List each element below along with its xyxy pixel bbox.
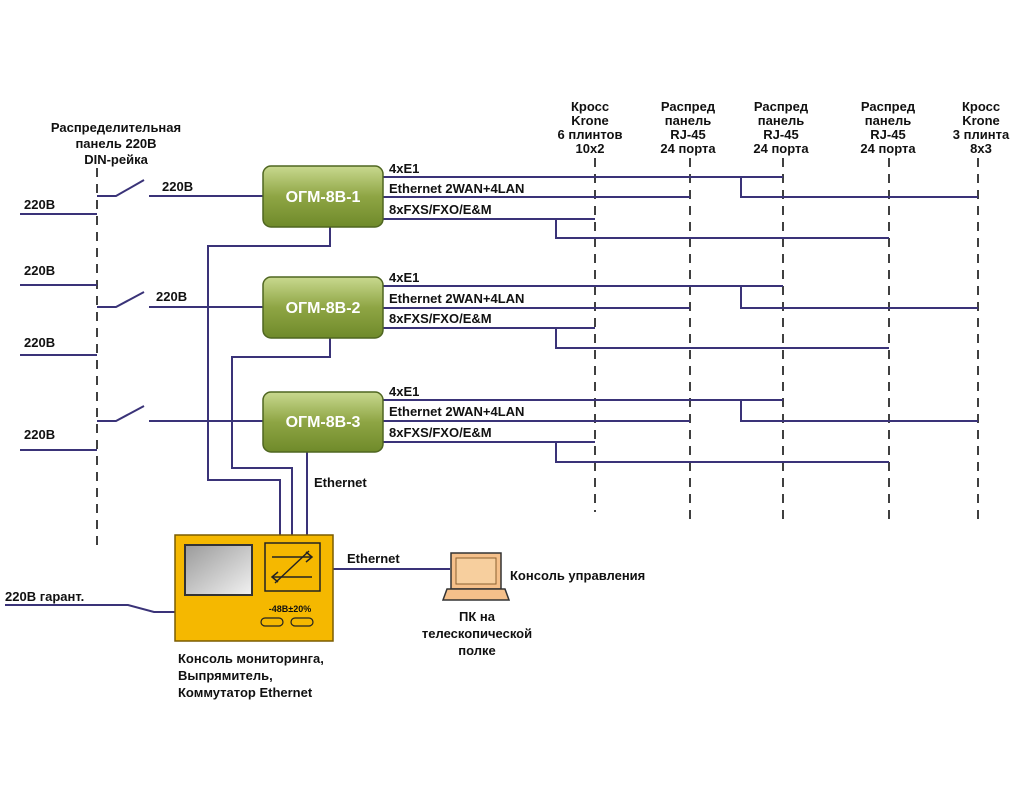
switch-guaranteed bbox=[5, 604, 175, 613]
u1-port-e1: 4xE1 bbox=[389, 161, 419, 176]
u3-port-e1: 4xE1 bbox=[389, 384, 419, 399]
switch-2 bbox=[97, 291, 145, 308]
pc-label-line-1: ПК на bbox=[459, 609, 496, 624]
rj45-panel-2-header-line-2: панель bbox=[758, 113, 804, 128]
rj45-panel-2-header-line-4: 24 порта bbox=[753, 141, 809, 156]
rj45-panel-2-header-line-3: RJ-45 bbox=[763, 127, 798, 142]
power-input-label-2: 220В bbox=[24, 263, 55, 278]
monitoring-console-label-1: Консоль мониторинга, bbox=[178, 651, 324, 666]
rj45-panel-1-header-line-1: Распред bbox=[661, 99, 716, 114]
u3-port-ethernet: Ethernet 2WAN+4LAN bbox=[389, 404, 524, 419]
din-panel-header: Распределительная панель 220В DIN-рейка bbox=[51, 120, 181, 167]
u2-ethernet-uplink bbox=[231, 337, 331, 535]
rj45-panel-1-header-line-2: панель bbox=[665, 113, 711, 128]
krone-6-header-line-1: Кросс bbox=[571, 99, 609, 114]
psu-indicator-right bbox=[290, 617, 314, 627]
ogm-unit-3-label: ОГМ-8В-3 bbox=[286, 414, 361, 431]
u1-port-ethernet: Ethernet 2WAN+4LAN bbox=[389, 181, 524, 196]
panel-dividers bbox=[96, 158, 979, 548]
guaranteed-power-label: 220В гарант. bbox=[5, 589, 84, 604]
wiring bbox=[5, 176, 978, 613]
krone-3-header-line-1: Кросс bbox=[962, 99, 1000, 114]
control-console-label: Консоль управления bbox=[510, 568, 645, 583]
rj45-panel-1-header-line-3: RJ-45 bbox=[670, 127, 705, 142]
switch-3 bbox=[97, 405, 145, 422]
u1-ethernet-uplink bbox=[207, 226, 331, 535]
ogm-unit-3-body bbox=[262, 391, 384, 453]
rj45-panel-3-header-line-1: Распред bbox=[861, 99, 916, 114]
ogm-unit-1: ОГМ-8В-1 4xE1 Ethernet 2WAN+4LAN 8xFXS/F… bbox=[262, 161, 524, 228]
pc-label-line-3: полке bbox=[458, 643, 495, 658]
krone-6-header-line-3: 6 плинтов bbox=[558, 127, 623, 142]
krone-6-header-line-4: 10x2 bbox=[576, 141, 605, 156]
u1-fxs-branch bbox=[555, 219, 889, 239]
krone-3-header-line-3: 3 плинта bbox=[953, 127, 1010, 142]
u1-port-fxs: 8xFXS/FXO/E&M bbox=[389, 202, 492, 217]
u3-port-fxs: 8xFXS/FXO/E&M bbox=[389, 425, 492, 440]
u2-e1-branch bbox=[740, 286, 978, 309]
rj45-panel-3-header-line-3: RJ-45 bbox=[870, 127, 905, 142]
din-panel-line-3: DIN-рейка bbox=[84, 152, 148, 167]
monitor-screen bbox=[184, 544, 253, 596]
switched-feed-label-1: 220В bbox=[162, 179, 193, 194]
ogm-unit-2-label: ОГМ-8В-2 bbox=[286, 300, 361, 317]
rj45-panel-3-header-line-4: 24 порта bbox=[860, 141, 916, 156]
switch-1 bbox=[97, 179, 145, 197]
psu-voltage-label: -48В±20% bbox=[269, 604, 311, 614]
u2-fxs-branch bbox=[555, 328, 889, 349]
u3-e1-branch bbox=[740, 400, 978, 422]
ethernet-uplink-label: Ethernet bbox=[314, 475, 367, 490]
monitoring-console-label-2: Выпрямитель, bbox=[178, 668, 273, 683]
u3-fxs-branch bbox=[555, 442, 889, 463]
ogm-unit-2: ОГМ-8В-2 4xE1 Ethernet 2WAN+4LAN 8xFXS/F… bbox=[262, 270, 524, 339]
ogm-unit-2-body bbox=[262, 276, 384, 339]
ogm-unit-1-label: ОГМ-8В-1 bbox=[286, 189, 361, 206]
switch-arrows-icon bbox=[270, 550, 314, 584]
krone-3-header-line-2: Krone bbox=[962, 113, 1000, 128]
ethernet-link-label: Ethernet bbox=[347, 551, 400, 566]
switched-feed-label-2: 220В bbox=[156, 289, 187, 304]
psu-indicator-left bbox=[260, 617, 284, 627]
rj45-panel-3-header-line-2: панель bbox=[865, 113, 911, 128]
laptop-icon bbox=[441, 552, 511, 601]
power-input-label-3: 220В bbox=[24, 335, 55, 350]
monitoring-console-label-3: Коммутатор Ethernet bbox=[178, 685, 313, 700]
krone-3-header-line-4: 8x3 bbox=[970, 141, 992, 156]
power-input-label-4: 220В bbox=[24, 427, 55, 442]
din-panel-line-1: Распределительная bbox=[51, 120, 181, 135]
krone-6-header-line-2: Krone bbox=[571, 113, 609, 128]
pc-label-line-2: телескопической bbox=[422, 626, 532, 641]
rj45-panel-1-header-line-4: 24 порта bbox=[660, 141, 716, 156]
power-input-label-1: 220В bbox=[24, 197, 55, 212]
u2-port-ethernet: Ethernet 2WAN+4LAN bbox=[389, 291, 524, 306]
u2-port-fxs: 8xFXS/FXO/E&M bbox=[389, 311, 492, 326]
monitoring-console: -48В±20% bbox=[174, 534, 334, 642]
ogm-unit-1-body bbox=[262, 165, 384, 228]
rj45-panel-2-header-line-1: Распред bbox=[754, 99, 809, 114]
din-panel-line-2: панель 220В bbox=[75, 136, 156, 151]
u2-port-e1: 4xE1 bbox=[389, 270, 419, 285]
ogm-unit-3: ОГМ-8В-3 4xE1 Ethernet 2WAN+4LAN 8xFXS/F… bbox=[262, 384, 524, 453]
u1-e1-branch bbox=[740, 177, 978, 198]
